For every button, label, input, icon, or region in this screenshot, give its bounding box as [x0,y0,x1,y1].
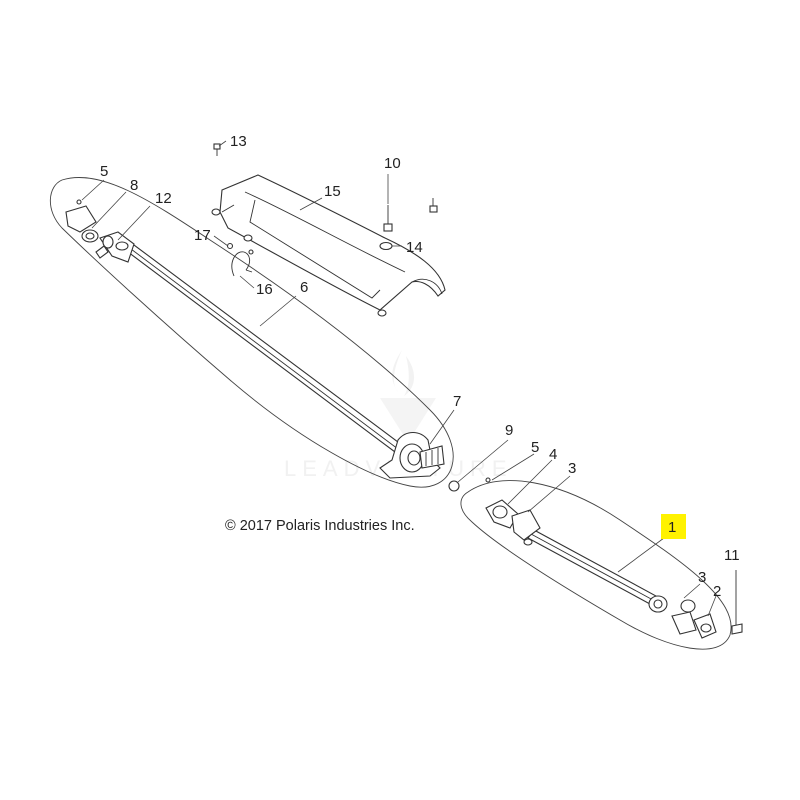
fastener-icon [248,249,254,255]
callout-10: 10 [384,155,401,172]
callout-3-front: 3 [568,460,576,477]
callout-7: 7 [453,393,461,410]
callout-17: 17 [194,227,211,244]
callout-5-lower: 5 [531,439,539,456]
part-8-u-joint [65,205,114,249]
callout-3-rear: 3 [698,569,706,586]
part-15-shaft-cover [211,174,446,317]
part-9-o-ring [448,480,460,492]
part-14-washer [379,241,393,251]
part-7-carrier-bearing [379,431,445,479]
callout-11: 11 [724,547,740,564]
callout-2: 2 [713,583,721,600]
part-11-pin [731,570,743,635]
part-4-u-joint [485,499,541,546]
part-12-yoke [95,231,135,263]
front-propshaft-assembly-outline [460,480,732,650]
part-17-fastener [226,242,234,250]
callout-15: 15 [324,183,341,200]
callout-9: 9 [505,422,513,439]
part-2-u-joint [648,595,717,639]
callout-16: 16 [256,281,273,298]
callout-14: 14 [406,239,423,256]
callout-5-upper: 5 [100,163,108,180]
part-10-bolt [383,205,393,232]
callout-1: 1 [668,519,676,536]
part-13-bolt [213,143,221,156]
propshaft-assembly-outline [49,176,454,488]
callout-1-highlight [661,514,686,539]
bolt-icon [429,198,438,213]
part-1-front-propshaft [527,529,657,605]
callout-4: 4 [549,446,557,463]
part-16-clamp [231,251,253,277]
callout-13: 13 [230,133,247,150]
callout-6: 6 [300,279,308,296]
copyright-notice: © 2017 Polaris Industries Inc. [225,518,415,534]
part-5-grease-fitting [485,477,491,483]
part-5-grease-fitting [76,199,82,205]
callout-12: 12 [155,190,172,207]
leader-lines [81,140,717,617]
callout-8: 8 [130,177,138,194]
